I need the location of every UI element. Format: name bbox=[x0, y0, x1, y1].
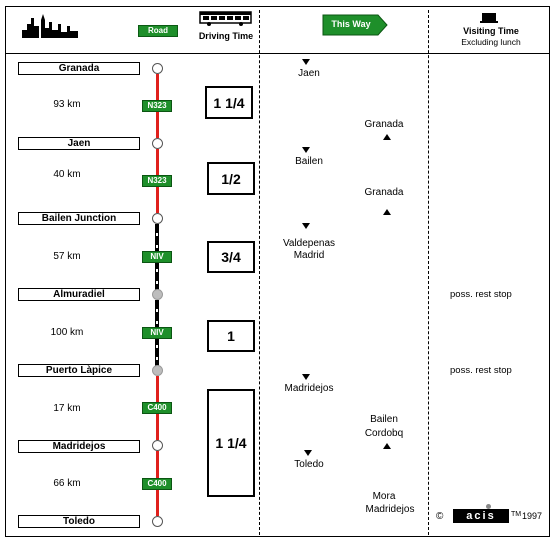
driving-time-box: 1 bbox=[207, 320, 255, 352]
direction-label: Toledo bbox=[294, 459, 324, 470]
city-node bbox=[152, 63, 163, 74]
city-node bbox=[152, 289, 163, 300]
rest-stop-note: poss. rest stop bbox=[450, 289, 512, 300]
direction-label: Cordobq bbox=[364, 428, 404, 439]
distance-label: 100 km bbox=[50, 327, 84, 338]
arrow-down-icon bbox=[302, 147, 310, 153]
city-node bbox=[152, 516, 163, 527]
distance-label: 66 km bbox=[53, 478, 81, 489]
rest-stop-note: poss. rest stop bbox=[450, 365, 512, 376]
direction-label: Valdepenas bbox=[282, 238, 336, 249]
distance-label: 57 km bbox=[53, 251, 81, 262]
distance-label: 17 km bbox=[53, 403, 81, 414]
direction-label: Granada bbox=[364, 119, 404, 130]
city-node bbox=[152, 365, 163, 376]
bus-icon bbox=[199, 11, 252, 26]
arrow-down-icon bbox=[302, 374, 310, 380]
road-number-tag: N323 bbox=[142, 100, 172, 112]
header-divider bbox=[5, 53, 550, 54]
diagram-frame bbox=[5, 6, 550, 537]
this-way-label: This Way bbox=[331, 19, 371, 29]
driving-time-box: 1/2 bbox=[207, 162, 255, 195]
arrow-up-icon bbox=[383, 134, 391, 140]
driving-time-box: 1 1/4 bbox=[205, 86, 253, 119]
city-node bbox=[152, 138, 163, 149]
arrow-up-icon bbox=[383, 443, 391, 449]
direction-label: Mora bbox=[372, 491, 396, 502]
visiting-time-subheader: Excluding lunch bbox=[461, 37, 521, 47]
this-way-arrow-icon bbox=[322, 14, 388, 36]
road-number-tag: NIV bbox=[142, 327, 172, 339]
logo-dot bbox=[486, 504, 491, 509]
driving-time-box: 3/4 bbox=[207, 241, 255, 273]
direction-label: Madridejos bbox=[284, 383, 334, 394]
driving-time-box: 1 1/4 bbox=[207, 389, 255, 497]
city-skyline-icon bbox=[22, 14, 78, 38]
acis-logo: acis bbox=[453, 509, 509, 523]
city-label: Jaen bbox=[18, 137, 140, 150]
arrow-down-icon bbox=[302, 223, 310, 229]
road-number-tag: C400 bbox=[142, 478, 172, 490]
direction-label: Madridejos bbox=[365, 504, 415, 515]
distance-label: 93 km bbox=[53, 99, 81, 110]
direction-label: Bailen bbox=[295, 156, 323, 167]
divider-dashed-right bbox=[428, 10, 429, 535]
distance-label: 40 km bbox=[53, 169, 81, 180]
visiting-time-header: Visiting Time bbox=[463, 26, 519, 36]
divider-dashed-left bbox=[259, 10, 260, 535]
direction-label: Bailen bbox=[370, 414, 398, 425]
city-node bbox=[152, 440, 163, 451]
direction-label: Granada bbox=[364, 187, 404, 198]
copyright-symbol: © bbox=[436, 511, 444, 522]
arrow-down-icon bbox=[304, 450, 312, 456]
arrow-down-icon bbox=[302, 59, 310, 65]
city-label: Toledo bbox=[18, 515, 140, 528]
city-label: Almuradiel bbox=[18, 288, 140, 301]
city-label: Madridejos bbox=[18, 440, 140, 453]
year-label: 1997 bbox=[522, 511, 543, 521]
driving-time-header: Driving Time bbox=[198, 31, 254, 41]
road-number-tag: N323 bbox=[142, 175, 172, 187]
camera-icon bbox=[480, 13, 498, 23]
city-label: Puerto Làpice bbox=[18, 364, 140, 377]
arrow-up-icon bbox=[383, 209, 391, 215]
city-node bbox=[152, 213, 163, 224]
city-label: Bailen Junction bbox=[18, 212, 140, 225]
direction-label: Madrid bbox=[293, 250, 325, 261]
road-number-tag: NIV bbox=[142, 251, 172, 263]
direction-label: Jaen bbox=[298, 68, 320, 79]
city-label: Granada bbox=[18, 62, 140, 75]
road-legend-tag: Road bbox=[138, 25, 178, 37]
trademark-label: TM bbox=[511, 511, 522, 518]
road-number-tag: C400 bbox=[142, 402, 172, 414]
